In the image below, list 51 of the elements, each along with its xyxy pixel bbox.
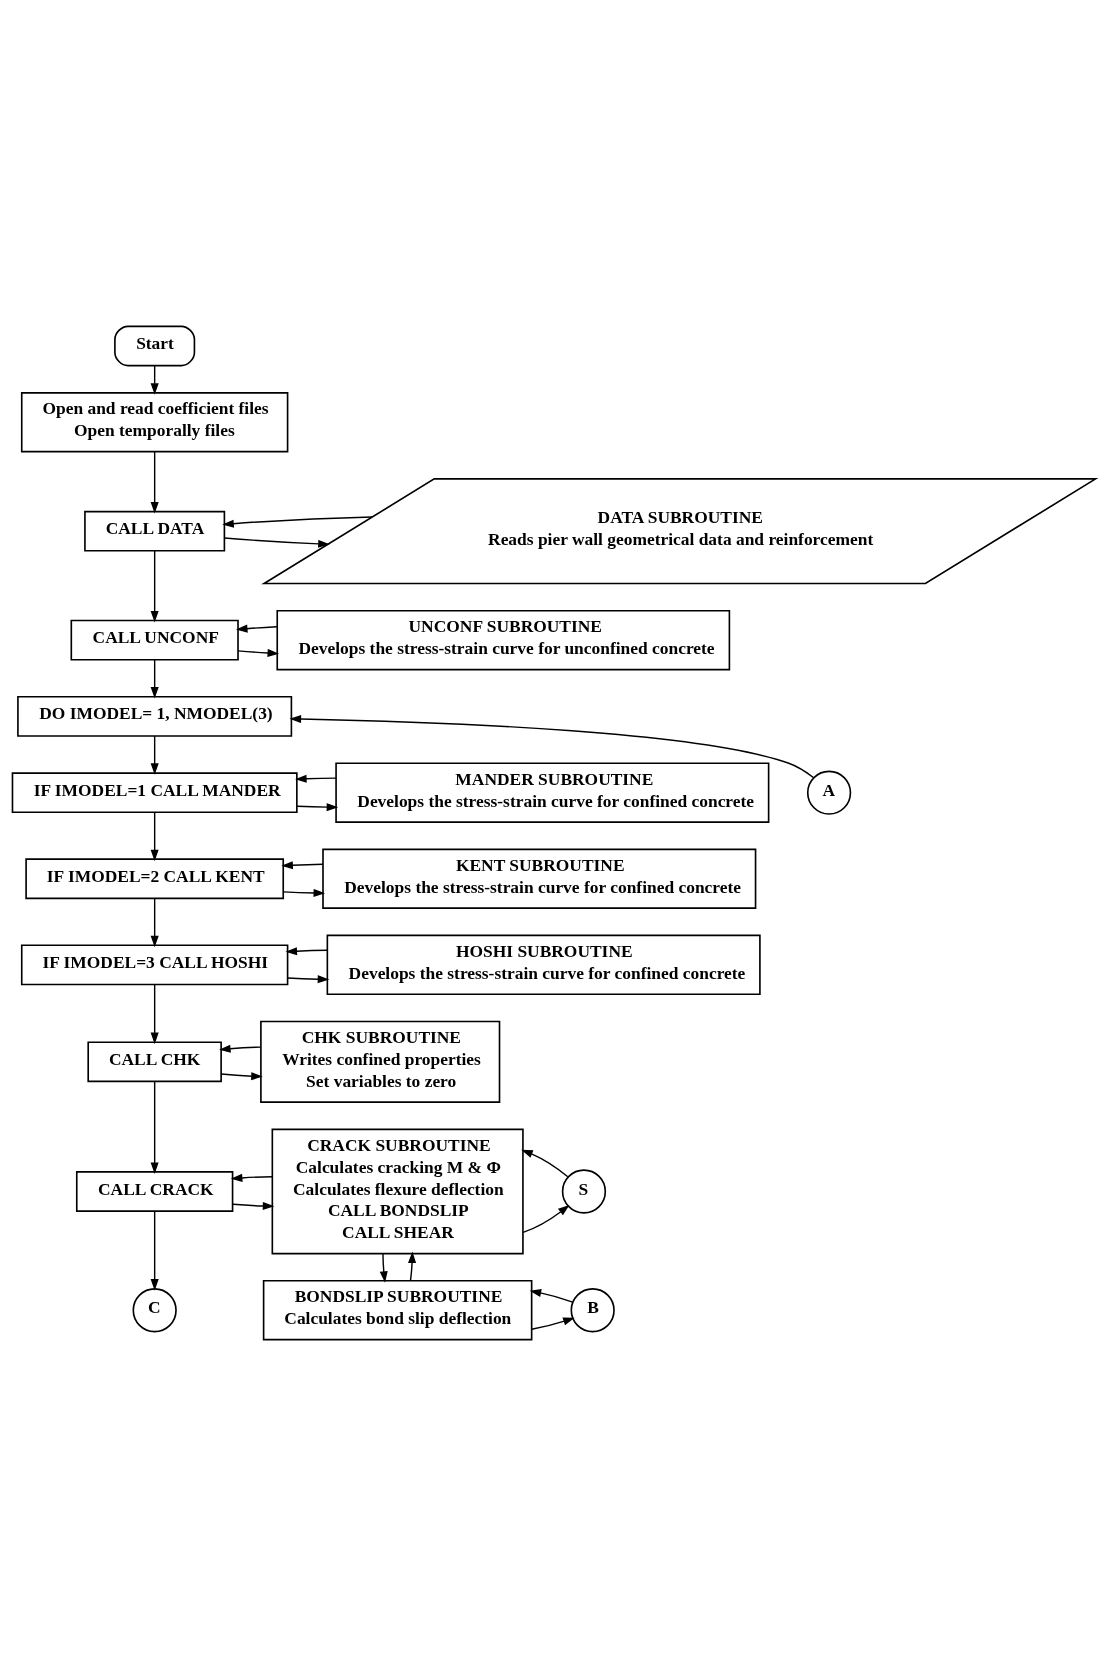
arrow xyxy=(295,774,337,783)
node-box: BONDSLIP SUBROUTINE Calculates bond slip deflection xyxy=(262,1279,533,1340)
node-circle: C xyxy=(132,1287,177,1332)
arrow xyxy=(237,648,280,657)
node-box: Open and read coefficient files Open temporally files xyxy=(20,391,289,452)
arrow xyxy=(150,450,159,514)
node-circle: A xyxy=(806,770,852,815)
node-box: CALL CHK xyxy=(87,1040,222,1082)
arrow xyxy=(289,714,815,778)
arrow xyxy=(220,1071,263,1080)
node-box: UNCONF SUBROUTINE Develops the stress-strain curve for unconfined concrete xyxy=(276,609,731,670)
arrow xyxy=(281,860,324,869)
node-box: CHK SUBROUTINE Writes confined properties Set variables to zero xyxy=(260,1020,501,1103)
node-box: CALL UNCONF xyxy=(70,619,239,661)
arrow xyxy=(219,1044,262,1053)
arrow xyxy=(150,897,159,947)
node-box: HOSHI SUBROUTINE Develops the stress-strain curve for confined concrete xyxy=(326,934,761,995)
arrow xyxy=(286,974,330,983)
node-box: IF IMODEL=2 CALL KENT xyxy=(25,857,285,899)
node-box: CALL DATA xyxy=(84,510,226,552)
node-circle: B xyxy=(570,1287,615,1332)
node-box: IF IMODEL=1 CALL MANDER xyxy=(11,771,298,813)
arrow xyxy=(235,624,278,633)
arrow xyxy=(521,1149,569,1177)
node-box: Start xyxy=(114,325,196,366)
node-box: MANDER SUBROUTINE Develops the stress-strain curve for confined concrete xyxy=(335,761,770,823)
arrow xyxy=(222,515,373,528)
arrow xyxy=(150,549,159,622)
arrow xyxy=(408,1250,417,1281)
arrow xyxy=(522,1204,570,1233)
arrow xyxy=(150,811,159,861)
arrow xyxy=(529,1288,574,1303)
arrow xyxy=(232,1201,275,1210)
arrow xyxy=(285,946,328,955)
arrow xyxy=(282,888,326,897)
arrow xyxy=(150,735,159,775)
arrow xyxy=(379,1252,388,1283)
arrow xyxy=(230,1173,273,1182)
arrow xyxy=(150,658,159,699)
node-circle: S xyxy=(561,1168,607,1214)
node-box: CRACK SUBROUTINE Calculates cracking M & Φ Calculates flexure deflection CALL BONDSLIP CALL SHEAR xyxy=(271,1128,524,1254)
node-box: IF IMODEL=3 CALL HOSHI xyxy=(20,943,289,985)
node-box: CALL CRACK xyxy=(75,1170,234,1212)
arrow xyxy=(150,1080,159,1174)
arrow xyxy=(296,802,339,811)
arrow xyxy=(531,1317,575,1330)
node-box: DO IMODEL= 1, NMODEL(3) xyxy=(17,695,293,737)
node-box: KENT SUBROUTINE Develops the stress-strain curve for confined concrete xyxy=(322,848,757,909)
arrow xyxy=(150,1210,159,1291)
arrow xyxy=(223,536,330,548)
arrow xyxy=(150,983,159,1044)
